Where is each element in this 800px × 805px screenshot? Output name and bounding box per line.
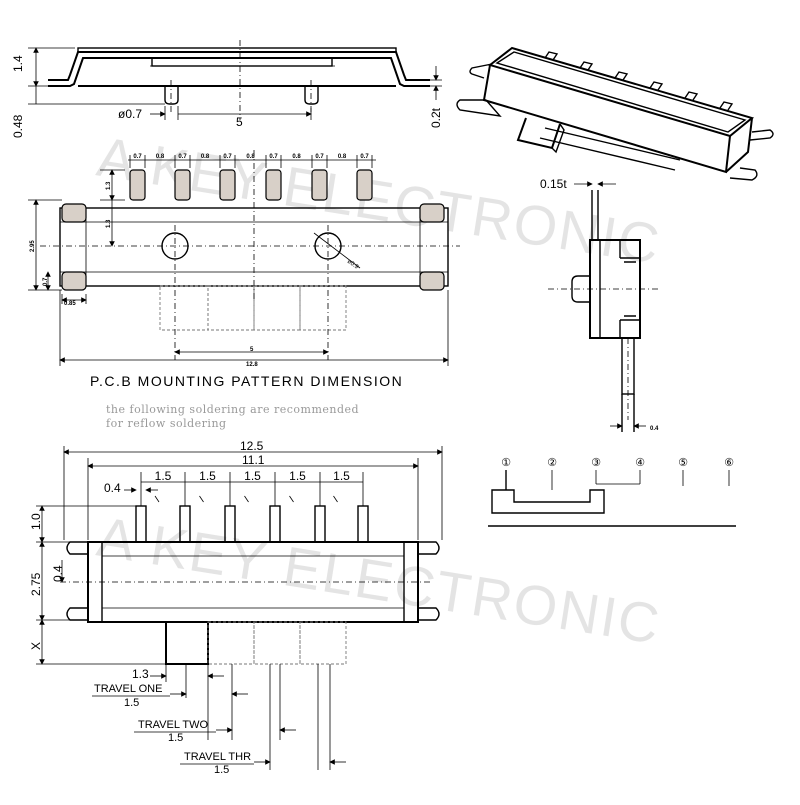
pcb-pad-pitch-5: 0.8 xyxy=(246,154,255,160)
pcb-pad-pitch-10: 0.7 xyxy=(360,154,369,160)
side-view: 1.4 0.48 ø0.7 5 0.2t xyxy=(11,40,443,138)
front-pin-pitch-labels: 1.5 1.5 1.5 1.5 1.5 xyxy=(155,469,350,503)
travel-two-value: 1.5 xyxy=(168,732,183,744)
front-pin-pitch-1: 1.5 xyxy=(199,469,216,483)
schematic-pin-5: ⑤ xyxy=(678,457,688,469)
front-actuator-width-label: 1.3 xyxy=(132,667,149,681)
front-body-label: 11.1 xyxy=(242,453,265,467)
schematic-pin-2: ② xyxy=(547,457,557,469)
pcb-title: P.C.B MOUNTING PATTERN DIMENSION xyxy=(90,373,403,389)
pcb-pad-pitch-6: 0.7 xyxy=(269,154,278,160)
travel-thr-label: TRAVEL THR xyxy=(184,751,251,763)
schematic-pin-4: ④ xyxy=(635,457,645,469)
watermark-bottom: A KEY ELECTRONIC xyxy=(93,505,665,656)
front-pin-pitch-2: 1.5 xyxy=(244,469,261,483)
front-lead-offset-label: 0.4 xyxy=(51,565,65,582)
pcb-pad-pitch-4: 0.7 xyxy=(223,154,232,160)
pcb-height-label: 2.95 xyxy=(30,240,36,252)
switch-schematic: ① ② ③ ④ ⑤ ⑥ xyxy=(488,457,736,527)
side-peg-dia-label: ø0.7 xyxy=(118,107,142,121)
pcb-pad-pitch-3: 0.8 xyxy=(201,154,210,160)
pcb-hole-pitch-label: 5 xyxy=(250,347,254,353)
pcb-row-pitch-2-label: 1.3 xyxy=(106,219,112,228)
travel-two-label: TRAVEL TWO xyxy=(138,719,209,731)
pcb-note-line-2: for reflow soldering xyxy=(106,417,227,430)
travel-thr-value: 1.5 xyxy=(214,764,229,776)
end-view: 0.15t 0.4 xyxy=(540,177,660,432)
schematic-pin-6: ⑥ xyxy=(724,457,734,469)
schematic-pin-1: ① xyxy=(501,457,511,469)
side-lead-thickness-label: 0.2t xyxy=(429,107,443,128)
travel-one-value: 1.5 xyxy=(124,697,139,709)
front-overall-label: 12.5 xyxy=(240,439,264,453)
pcb-end-gap-label: 0.85 xyxy=(64,301,76,307)
front-body-height-label: 2.75 xyxy=(29,572,43,596)
pcb-pad-pitch-9: 0.8 xyxy=(338,154,347,160)
pcb-pad-pitch-0: 0.7 xyxy=(133,154,142,160)
pcb-overall-width-label: 12.8 xyxy=(246,362,258,368)
pcb-hole-dia-label: ø0.9 xyxy=(346,259,360,271)
end-lead-width-label: 0.4 xyxy=(650,426,659,432)
front-pin-pitch-0: 1.5 xyxy=(155,469,172,483)
pcb-pattern-view: ø0.9 0.7 0.8 0.7 0.8 0.7 0.8 0.7 0.8 0.7 0.8 0.7 1… xyxy=(28,150,460,368)
pcb-row-pitch-1-label: 1.3 xyxy=(106,181,112,190)
front-pin-width-label: 0.4 xyxy=(104,481,121,495)
front-view: 12.5 11.1 1.5 1.5 1.5 1.5 1.5 0.4 1.0 2.75 0… xyxy=(29,439,443,776)
front-pin-pitch-4: 1.5 xyxy=(333,469,350,483)
front-actuator-x-label: X xyxy=(29,642,43,650)
pcb-pad-pitch-1: 0.8 xyxy=(156,154,165,160)
pcb-end-pad-label: 0.7 xyxy=(43,277,49,286)
travel-one-label: TRAVEL ONE xyxy=(94,683,162,695)
isometric-view xyxy=(456,46,774,181)
pcb-pad-pitch-2: 0.7 xyxy=(178,154,187,160)
pcb-pad-pitch-7: 0.8 xyxy=(292,154,301,160)
pcb-signal-pads xyxy=(129,169,373,201)
pcb-pad-pitch-labels: 0.7 0.8 0.7 0.8 0.7 0.8 0.7 0.8 0.7 0.8 0.7 xyxy=(129,154,373,168)
pcb-pad-pitch-8: 0.7 xyxy=(315,154,324,160)
front-pin-length-label: 1.0 xyxy=(29,513,43,530)
side-standoff-label: 0.48 xyxy=(11,114,25,138)
pcb-end-pads xyxy=(61,203,445,291)
side-height-label: 1.4 xyxy=(11,55,25,72)
pcb-note-line-1: the following soldering are recommended xyxy=(106,403,359,416)
front-pin-pitch-3: 1.5 xyxy=(289,469,306,483)
schematic-pin-labels: ① ② ③ ④ ⑤ ⑥ xyxy=(501,457,734,469)
end-thickness-label: 0.15t xyxy=(540,177,567,191)
schematic-pin-3: ③ xyxy=(591,457,601,469)
side-peg-pitch-label: 5 xyxy=(236,115,243,129)
